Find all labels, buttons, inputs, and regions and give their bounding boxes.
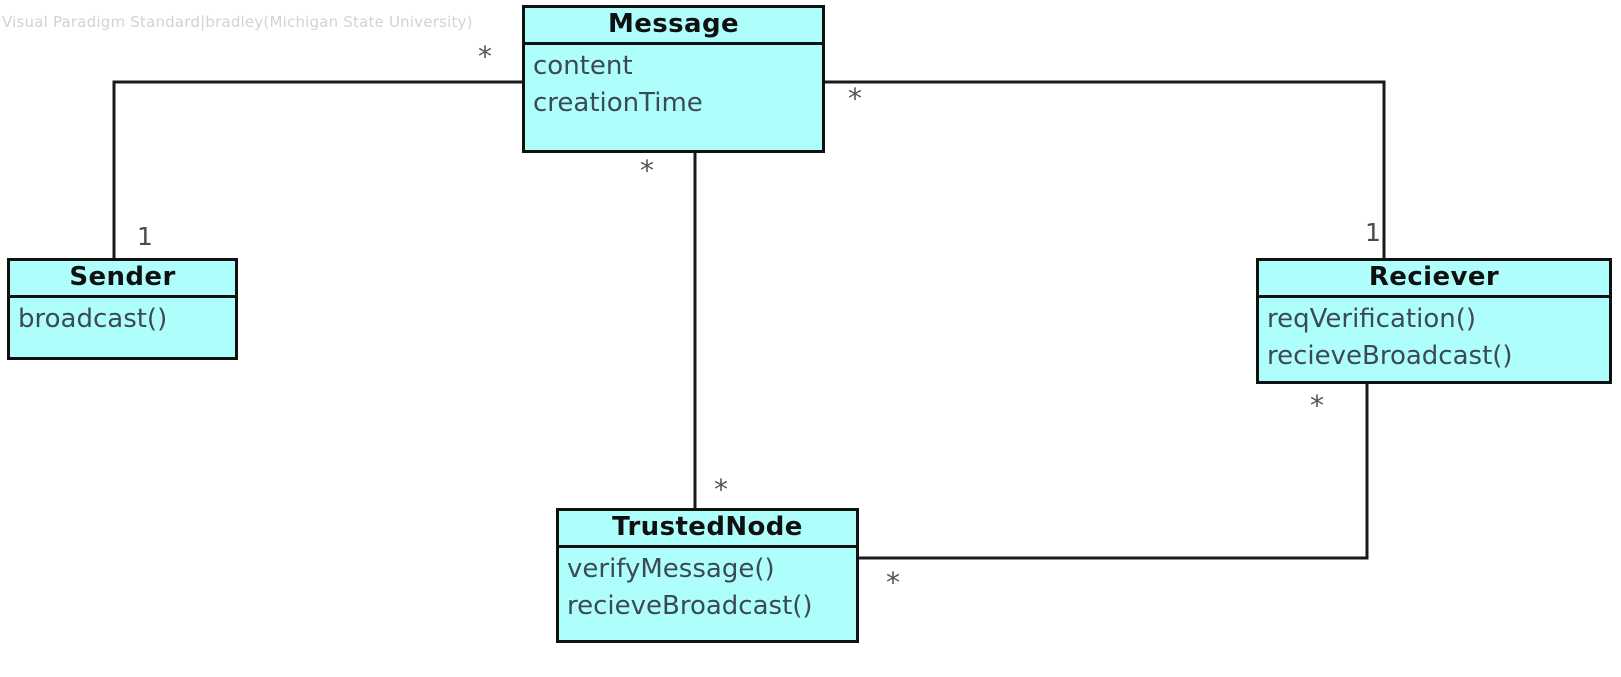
- class-box-sender[interactable]: Sender broadcast(): [7, 258, 238, 360]
- association-line-reciever-trustednode: [855, 381, 1369, 560]
- class-members-trustednode: verifyMessage() recieveBroadcast(): [559, 548, 856, 625]
- class-member: reqVerification(): [1267, 304, 1476, 334]
- association-line-message-reciever: [822, 80, 1386, 260]
- class-member: broadcast(): [18, 304, 168, 334]
- class-member: creationTime: [533, 88, 703, 119]
- class-name-reciever: Reciever: [1259, 261, 1609, 298]
- multiplicity-trustednode-right: *: [886, 566, 900, 599]
- class-members-message: content creationTime: [525, 45, 822, 122]
- class-members-reciever: reqVerification() recieveBroadcast(): [1259, 298, 1609, 375]
- class-name-trustednode: TrustedNode: [559, 511, 856, 548]
- class-member: recieveBroadcast(): [567, 591, 813, 622]
- class-member: verifyMessage(): [567, 554, 775, 584]
- watermark-text: Visual Paradigm Standard|bradley(Michiga…: [2, 13, 473, 31]
- multiplicity-message-right: *: [848, 82, 862, 115]
- class-box-message[interactable]: Message content creationTime: [522, 5, 825, 153]
- class-member: content: [533, 51, 633, 81]
- class-members-sender: broadcast(): [10, 298, 235, 338]
- class-member: recieveBroadcast(): [1267, 341, 1513, 372]
- class-box-trustednode[interactable]: TrustedNode verifyMessage() recieveBroad…: [556, 508, 859, 643]
- class-name-sender: Sender: [10, 261, 235, 298]
- class-name-message: Message: [525, 8, 822, 45]
- multiplicity-message-bottom: *: [640, 154, 654, 187]
- multiplicity-reciever-bottom: *: [1310, 389, 1324, 422]
- multiplicity-message-left: *: [478, 40, 492, 73]
- multiplicity-trustednode-top: *: [714, 473, 728, 506]
- multiplicity-reciever-top: 1: [1365, 218, 1381, 247]
- multiplicity-sender: 1: [137, 222, 153, 251]
- association-line-sender-message: [112, 80, 525, 260]
- class-box-reciever[interactable]: Reciever reqVerification() recieveBroadc…: [1256, 258, 1612, 384]
